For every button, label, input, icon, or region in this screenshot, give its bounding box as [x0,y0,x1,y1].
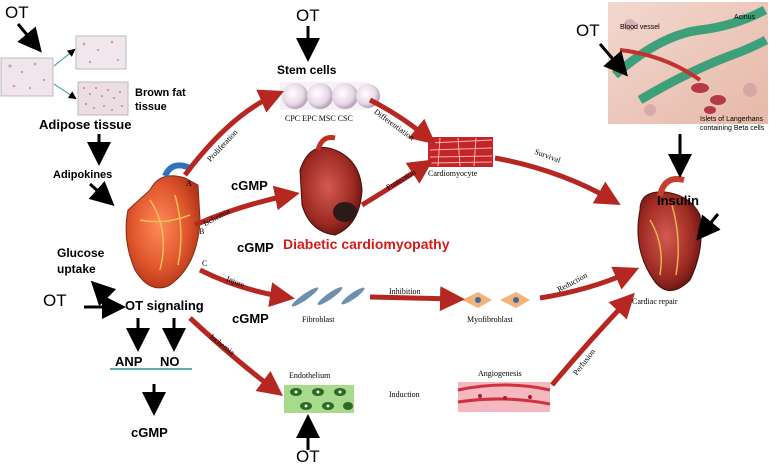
cgmp-label-b: cGMP [237,240,274,255]
fibroblast-label: Fibroblast [302,315,335,324]
insulin-label: Insulin [657,193,699,208]
pancreas-islets-image [608,2,769,124]
diabetic-cardiomyopathy-label: Diabetic cardiomyopathy [283,236,450,252]
ot-signaling-label: OT signaling [125,298,204,313]
adipose-tissue-image [0,57,54,97]
acinus-label: Acinus [734,14,756,21]
heart-image-right [637,176,702,291]
islets-label-line2: containing Beta cells [700,125,765,132]
brown-fat-image [77,81,129,116]
induction-label: Induction [389,390,420,399]
no-label: NO [160,354,180,369]
angiogenesis-label: Angiogenesis [478,369,522,378]
islets-label-line1: Islets of Langerhans [700,116,764,123]
letter-b: B [199,227,205,236]
cardiomyocyte-image [428,137,493,167]
ot-label-bottom: OT [296,447,320,465]
cardiomyocyte-label: Cardiomyocyte [428,169,478,178]
adipose-tissue-label: Adipose tissue [39,117,132,132]
black-arrows [16,23,721,450]
heart-image-left [125,162,201,289]
stem-cells-label: Stem cells [277,63,337,77]
ot-label-top-left: OT [5,3,29,22]
blood-vessel-label: Blood vessel [620,24,660,31]
cgmp-label-c: cGMP [232,311,269,326]
cardiac-repair-label: Cardiac repair [632,297,678,306]
glucose-label-line1: Glucose [57,246,105,260]
glucose-label-line2: uptake [57,262,96,276]
endothelium-image [284,385,354,413]
letter-c: C [202,259,208,268]
anp-label: ANP [115,354,143,369]
myofibroblast-label: Myofibroblast [467,315,513,324]
myofibroblast-image [462,292,530,308]
ot-label-top-right: OT [576,21,600,40]
cgmp-label-a: cGMP [231,178,268,193]
ot-label-mid-left: OT [43,291,67,310]
white-fat-image [75,35,127,70]
letter-a: A [186,179,192,188]
inhibition-label: Inhibition [389,287,421,296]
adipokines-label: Adipokines [53,169,113,181]
stem-cell-types-label: CPC EPC MSC CSC [285,114,353,123]
diabetic-heart-image [299,135,363,236]
red-arrows [183,89,640,397]
brown-fat-label-line2: tissue [135,101,167,113]
angiogenesis-image [457,382,551,412]
ot-label-top-center: OT [296,6,320,25]
stem-cells-image [280,82,380,110]
cgmp-label-bottom: cGMP [131,425,168,440]
endothelium-label: Endothelium [289,371,331,380]
fibroblast-image [291,287,365,307]
brown-fat-label-line1: Brown fat [135,87,186,99]
